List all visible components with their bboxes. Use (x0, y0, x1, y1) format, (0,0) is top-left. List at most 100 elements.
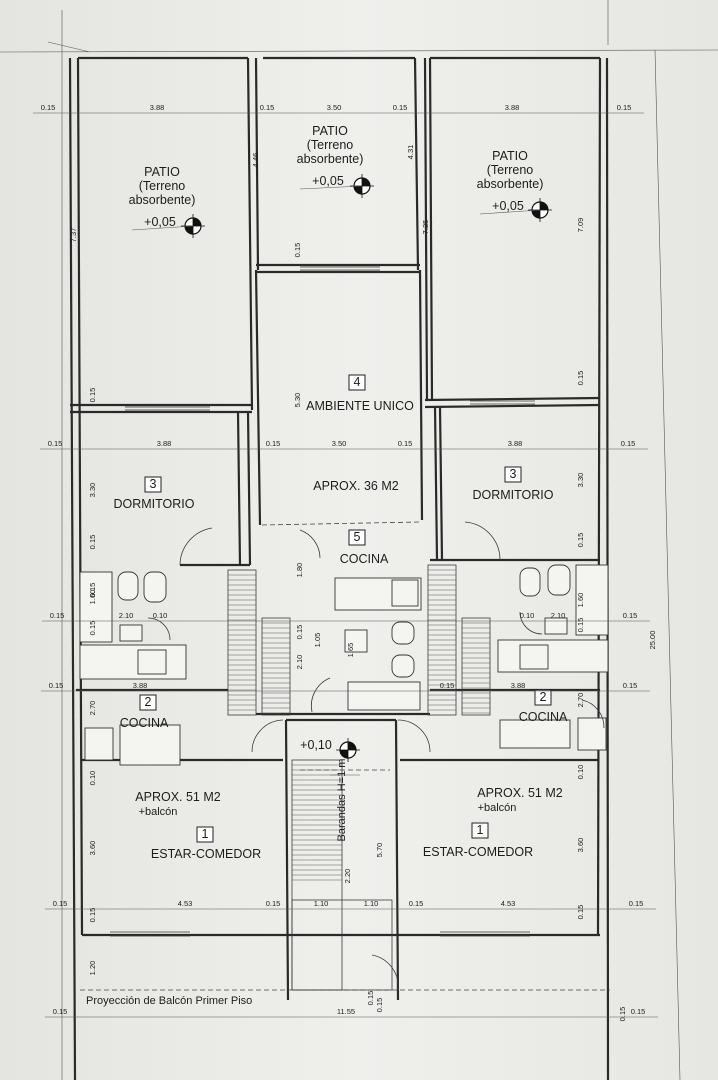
dim-mid-6: 0.15 (621, 439, 636, 448)
dim-kitchen-0: 0.15 (49, 681, 64, 690)
dim-v-9: 5.30 (293, 393, 302, 408)
exterior-walls (68, 56, 610, 1080)
dim-v-25: 2.70 (576, 693, 585, 708)
stairs-left (227, 569, 291, 716)
dim-bottom-0: 0.15 (53, 899, 68, 908)
patio-left-label-2: absorbente) (129, 193, 196, 207)
dim-bottom-7: 0.15 (629, 899, 644, 908)
estar-right-number-box (471, 822, 489, 839)
dim-v-22: 1.65 (346, 643, 355, 658)
interior-walls (70, 57, 601, 1001)
patio-right-label-1: (Terreno (487, 163, 534, 177)
dim-top-3: 3.50 (327, 103, 342, 112)
dim-top-0: 0.15 (41, 103, 56, 112)
level-marker-icon (181, 214, 205, 238)
dim-bath-1: 2.10 (119, 611, 134, 620)
stair-level: +0,10 (300, 738, 332, 752)
stair-rail-note: Barandas H=1 m (336, 759, 348, 842)
patio-left-label-0: PATIO (144, 165, 180, 179)
dim-top-4: 0.15 (393, 103, 408, 112)
balcony-note: Proyección de Balcón Primer Piso (86, 995, 252, 1007)
dim-bottom-3: 1.10 (314, 899, 329, 908)
dim-v-18: 1.80 (295, 563, 304, 578)
dim-top-1: 3.88 (150, 103, 165, 112)
estar-right-number: 1 (477, 823, 484, 837)
dim-kitchen-2: 0.15 (440, 681, 455, 690)
dim-v-5: 0.15 (88, 388, 97, 403)
dim-mid-4: 0.15 (398, 439, 413, 448)
cocina-center-name: COCINA (340, 552, 389, 566)
patio-right-label-2: absorbente) (477, 177, 544, 191)
dim-bottom-2: 0.15 (266, 899, 281, 908)
cocina-right-name: COCINA (519, 710, 568, 724)
ambiente-unico-number: 4 (354, 375, 361, 389)
dim-v-26: 0.10 (88, 771, 97, 786)
cocina-center-number-box (348, 529, 366, 546)
dormitorio-right-number-box (504, 466, 522, 483)
dim-v-20: 0.15 (295, 625, 304, 640)
dim-v-16: 0.15 (88, 621, 97, 636)
estar-right-name: ESTAR-COMEDOR (423, 845, 533, 859)
dim-v-35: 0.15 (375, 998, 384, 1013)
dim-v-24: 2.70 (88, 701, 97, 716)
patio-right-label-0: PATIO (492, 149, 528, 163)
dim-v-0: 7.37 (69, 228, 78, 243)
dim-mid-0: 0.15 (48, 439, 63, 448)
patio-right-level: +0,05 (492, 199, 524, 213)
patio-center-label-0: PATIO (312, 124, 348, 138)
patio-left-label-1: (Terreno (139, 179, 186, 193)
dim-bath-3: 0.10 (520, 611, 535, 620)
dim-mid-5: 3.88 (508, 439, 523, 448)
dim-v-10: 3.30 (88, 483, 97, 498)
dormitorio-left-name: DORMITORIO (113, 497, 194, 511)
stair-shaft (291, 759, 393, 991)
dim-v-23: 0.15 (366, 991, 375, 1006)
dim-v-6: 0.15 (293, 243, 302, 258)
bathroom-center (344, 621, 421, 711)
dim-v-34: 1.20 (88, 961, 97, 976)
estar-left-area: APROX. 51 M2 (135, 790, 220, 804)
dim-top-5: 3.88 (505, 103, 520, 112)
kitchen-counters (79, 577, 609, 766)
dim-total-0: 0.15 (53, 1007, 68, 1016)
door-swings (147, 521, 605, 991)
dim-mid-3: 3.50 (332, 439, 347, 448)
dim-v-27: 0.10 (576, 765, 585, 780)
cocina-center-number: 5 (354, 530, 361, 544)
estar-left-extra: +balcón (139, 806, 178, 818)
dim-kitchen-4: 0.15 (623, 681, 638, 690)
dim-v-33: 0.15 (576, 905, 585, 920)
estar-right-area: APROX. 51 M2 (477, 786, 562, 800)
ambiente-unico-number-box (348, 374, 366, 391)
dim-v-37: 0.15 (618, 1007, 627, 1022)
estar-left-number: 1 (202, 827, 209, 841)
dim-v-1: 4.46 (251, 153, 260, 168)
dim-bottom-1: 4.53 (178, 899, 193, 908)
patio-left-level: +0,05 (144, 215, 176, 229)
dim-v-19: 2.10 (295, 655, 304, 670)
cocina-right-number-box (534, 689, 552, 706)
dim-v-2: 4.31 (406, 145, 415, 160)
dim-bath-2: 0.10 (153, 611, 168, 620)
dim-top-6: 0.15 (617, 103, 632, 112)
dim-kitchen-1: 3.88 (133, 681, 148, 690)
patio-center-label-2: absorbente) (297, 152, 364, 166)
dim-v-28: 3.60 (88, 841, 97, 856)
patio-center-level: +0,05 (312, 174, 344, 188)
dim-v-32: 0.15 (88, 908, 97, 923)
dim-v-36: 25.00 (648, 631, 657, 650)
dim-bath-0: 0.15 (50, 611, 65, 620)
estar-left-number-box (196, 826, 214, 843)
cocina-right-number: 2 (540, 690, 547, 704)
dim-v-11: 3.30 (576, 473, 585, 488)
ambiente-unico-area: APROX. 36 M2 (313, 479, 398, 493)
dormitorio-left-number: 3 (150, 477, 157, 491)
dim-v-15: 1.60 (576, 593, 585, 608)
estar-left-name: ESTAR-COMEDOR (151, 847, 261, 861)
dim-bath-4: 2.10 (551, 611, 566, 620)
dormitorio-right-number: 3 (510, 467, 517, 481)
bathroom-right (519, 564, 609, 636)
cocina-left-number-box (139, 694, 157, 711)
dim-v-12: 0.15 (88, 583, 97, 598)
